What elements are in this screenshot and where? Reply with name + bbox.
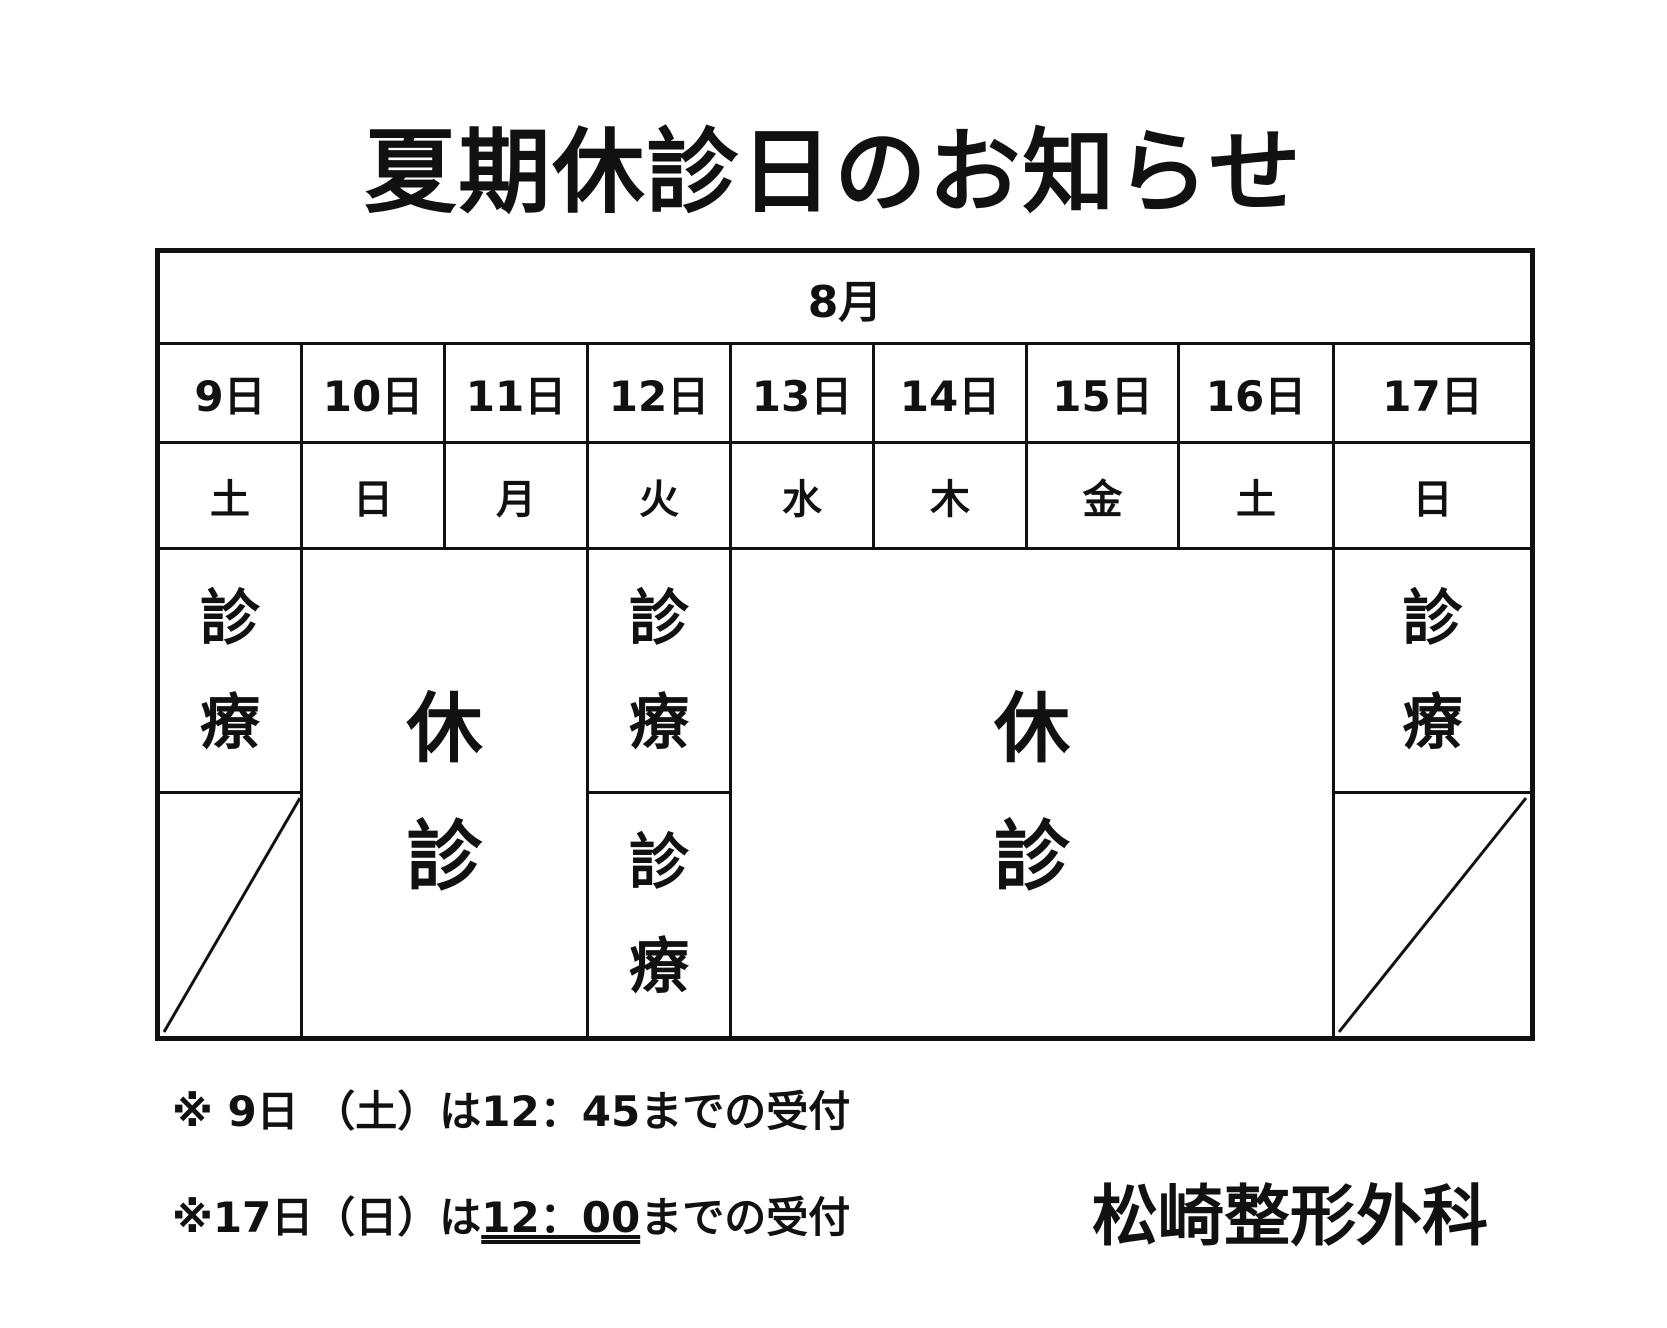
am-open-cell-9: 診 療 xyxy=(160,550,303,794)
status-char: 療 xyxy=(629,687,689,758)
status-char: 療 xyxy=(1402,687,1463,758)
date-cell: 11日 xyxy=(446,345,589,441)
status-char: 診 xyxy=(200,583,260,654)
closed-cell-13-16: 休 診 xyxy=(732,550,1335,1036)
status-char: 休 xyxy=(406,684,483,773)
weekday-cell: 日 xyxy=(303,444,446,547)
weekday-cell: 日 xyxy=(1412,476,1453,523)
pm-open-cell-12: 診 療 xyxy=(589,794,732,1036)
diagonal-slash xyxy=(1337,797,1528,1033)
date-cell: 12日 xyxy=(589,345,732,441)
month-header: 8月 xyxy=(160,253,1530,345)
note-saturday-reception: ※ 9日 （土）は12：45までの受付 xyxy=(172,1087,851,1136)
note-time: 12：00 xyxy=(481,1193,641,1242)
weekday-cell: 金 xyxy=(1028,444,1180,547)
am-open-cell-17: 診 療 xyxy=(1335,550,1530,794)
weekday-row: 土 日 月 火 水 木 金 土 日 xyxy=(160,444,1530,550)
weekday-cell: 火 xyxy=(589,444,732,547)
date-row: 9日 10日 11日 12日 13日 14日 15日 16日 17日 xyxy=(160,345,1530,444)
weekday-cell: 土 xyxy=(1180,444,1335,547)
notice-title: 夏期休診日のお知らせ xyxy=(364,119,1303,226)
status-char: 診 xyxy=(406,812,483,901)
status-char: 診 xyxy=(629,828,689,898)
weekday-cell: 木 xyxy=(875,444,1028,547)
note-prefix: ※17日（日）は xyxy=(172,1193,482,1242)
date-cell: 13日 xyxy=(732,345,875,441)
weekday-cell: 水 xyxy=(732,444,875,547)
status-char: 療 xyxy=(629,932,689,1002)
am-open-cell-12: 診 療 xyxy=(589,550,732,794)
date-cell: 17日 xyxy=(1382,371,1483,421)
date-cell: 10日 xyxy=(303,345,446,441)
date-cell: 14日 xyxy=(875,345,1028,441)
status-char: 療 xyxy=(200,687,260,758)
closed-cell-10-11: 休 診 xyxy=(303,550,589,1036)
status-char: 診 xyxy=(1402,583,1463,654)
clinic-name: 松崎整形外科 xyxy=(1092,1178,1488,1255)
status-char: 診 xyxy=(629,583,689,654)
date-cell: 9日 xyxy=(160,345,303,441)
pm-closed-slash-cell-17 xyxy=(1335,794,1530,1036)
holiday-schedule-table: 8月 9日 10日 11日 12日 13日 14日 15日 16日 17日 土 … xyxy=(155,248,1535,1041)
date-cell: 16日 xyxy=(1180,345,1335,441)
weekday-cell: 土 xyxy=(160,444,303,547)
note-sunday-reception: ※17日（日）は12：00までの受付 xyxy=(172,1184,850,1245)
note-suffix: までの受付 xyxy=(640,1193,851,1242)
diagonal-slash xyxy=(162,797,302,1033)
weekday-cell: 月 xyxy=(446,444,589,547)
date-cell: 15日 xyxy=(1028,345,1180,441)
status-char: 休 xyxy=(994,684,1070,773)
status-char: 診 xyxy=(994,812,1070,901)
pm-closed-slash-cell-9 xyxy=(160,794,303,1036)
